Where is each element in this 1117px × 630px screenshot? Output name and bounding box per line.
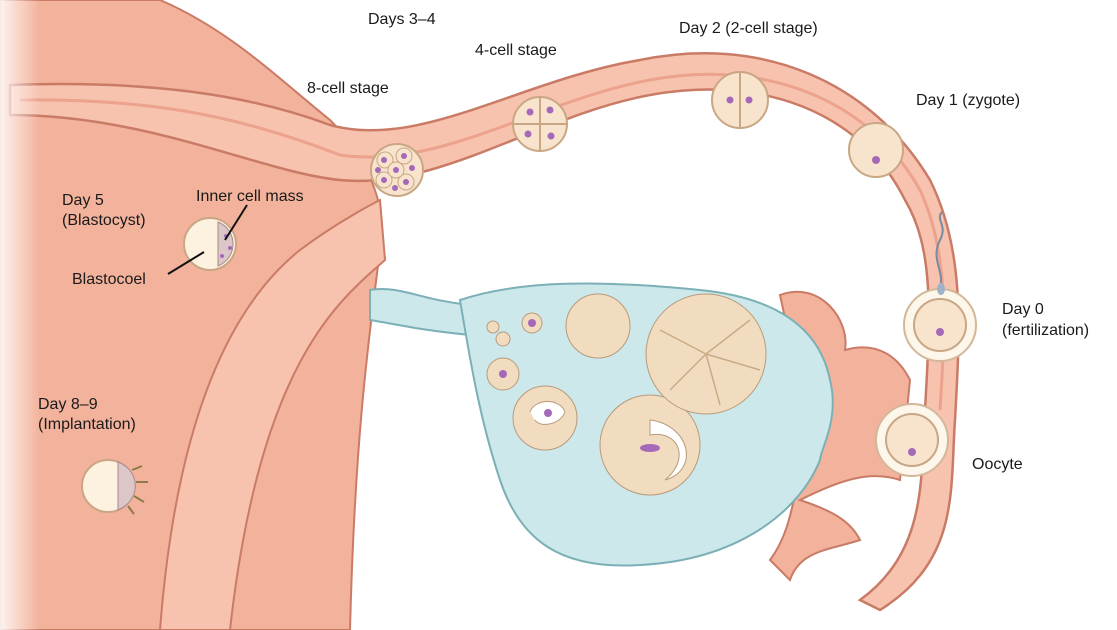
tube-lumen xyxy=(19,72,946,411)
fallopian-tube xyxy=(8,52,960,612)
label-implantation: (Implantation) xyxy=(38,416,136,433)
blastocoel-leader xyxy=(167,251,205,275)
label-day-0: Day 0 xyxy=(1002,301,1044,318)
blastocyst-day5 xyxy=(183,217,237,271)
label-blastocoel: Blastocoel xyxy=(72,271,146,288)
label-fertilization: (fertilization) xyxy=(1002,322,1090,339)
inner-cell-mass-leader xyxy=(224,204,248,241)
oocyte xyxy=(875,403,949,477)
label-4-cell: 4-cell stage xyxy=(475,42,557,59)
label-days-3-4: Days 3–4 xyxy=(368,11,436,28)
zygote-day1 xyxy=(848,122,904,178)
ovarian-follicles xyxy=(486,293,767,496)
label-day-5: Day 5 xyxy=(62,192,104,209)
four-cell-stage xyxy=(512,96,568,152)
label-oocyte: Oocyte xyxy=(972,456,1023,473)
label-inner-cell-mass: Inner cell mass xyxy=(196,188,304,205)
two-cell-stage xyxy=(711,71,769,129)
label-day-1: Day 1 (zygote) xyxy=(916,92,1021,109)
ovarian-ligament xyxy=(369,288,471,337)
eight-cell-stage xyxy=(370,143,424,197)
label-8-cell: 8-cell stage xyxy=(307,80,389,97)
label-day-2: Day 2 (2-cell stage) xyxy=(679,20,818,37)
uterine-wall xyxy=(158,198,387,630)
fertilized-egg-day0 xyxy=(903,211,977,362)
label-day-8-9: Day 8–9 xyxy=(38,396,98,413)
label-blastocyst: (Blastocyst) xyxy=(62,212,146,229)
edge-fade xyxy=(0,0,40,630)
implanting-blastocyst xyxy=(81,459,148,515)
